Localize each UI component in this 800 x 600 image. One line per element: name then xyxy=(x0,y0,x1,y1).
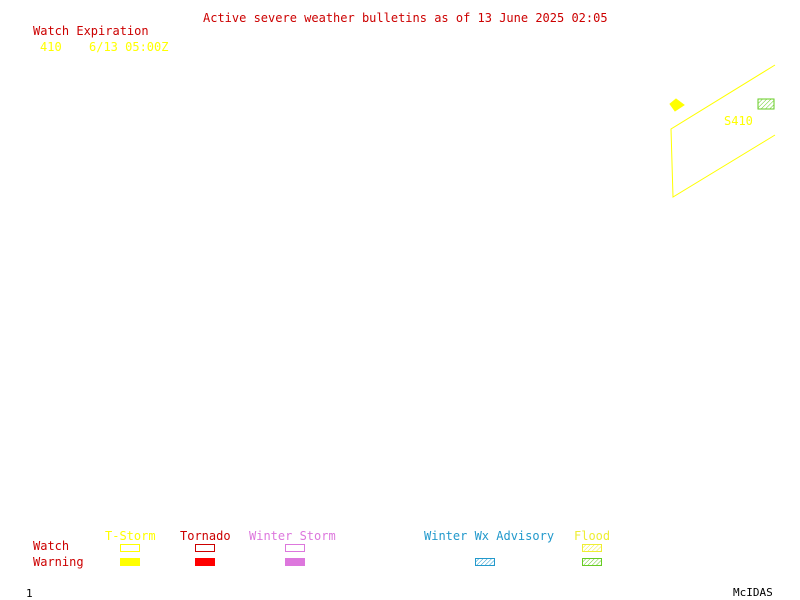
watch-id[interactable]: 410 xyxy=(40,40,62,54)
legend-flood-warning-swatch xyxy=(582,558,602,566)
legend-winter-storm-watch-swatch xyxy=(285,544,305,552)
legend-winter-wx-label: Winter Wx Advisory xyxy=(424,529,555,543)
watch-map-label[interactable]: S410 xyxy=(724,114,753,128)
legend-tornado-watch-swatch xyxy=(195,544,215,552)
legend-tstorm-watch-swatch xyxy=(120,544,140,552)
legend-winter-storm-warning-swatch xyxy=(285,558,305,566)
page-title: Active severe weather bulletins as of 13… xyxy=(203,11,608,25)
legend-winter-storm-label: Winter Storm xyxy=(249,529,336,543)
legend-winter-wx-warning-swatch xyxy=(475,558,495,566)
legend-flood-watch-swatch xyxy=(582,544,602,552)
legend-tornado-warning-swatch xyxy=(195,558,215,566)
legend-flood-label: Flood xyxy=(574,529,611,543)
legend-watch-row-label: Watch xyxy=(33,539,70,553)
watch-polygon[interactable] xyxy=(670,64,776,198)
tstorm-warning-marker[interactable] xyxy=(669,98,685,112)
legend-tstorm-warning-swatch xyxy=(120,558,140,566)
legend-tstorm-label: T-Storm xyxy=(105,529,156,543)
flood-warning-area[interactable] xyxy=(757,98,775,110)
legend-tornado-label: Tornado xyxy=(180,529,231,543)
brand-label: McIDAS xyxy=(733,586,773,599)
watch-expiration-heading: Watch Expiration xyxy=(33,24,149,38)
legend-warning-row-label: Warning xyxy=(33,555,84,569)
watch-expiration-time: 6/13 05:00Z xyxy=(89,40,169,54)
frame-number: 1 xyxy=(26,587,33,600)
